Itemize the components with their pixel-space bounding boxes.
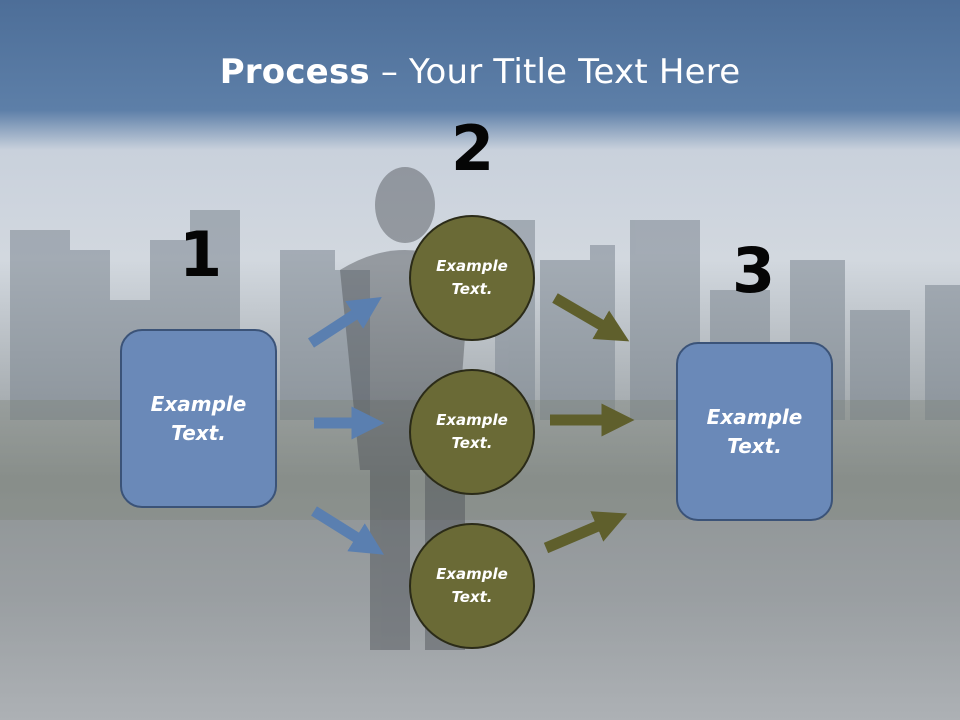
left-box: Example Text. — [120, 329, 277, 508]
step-number-1: 1 — [179, 218, 223, 291]
circle-middle: Example Text. — [409, 369, 535, 495]
arrow-left-to-top — [308, 297, 382, 348]
title-bold: Process — [219, 52, 370, 92]
step-number-2: 2 — [451, 112, 495, 185]
right-box: Example Text. — [676, 342, 833, 521]
step-number-3: 3 — [732, 234, 776, 307]
slide-title: Process – Your Title Text Here — [0, 52, 960, 92]
arrow-left-to-bottom — [311, 506, 384, 555]
circle-top: Example Text. — [409, 215, 535, 341]
arrow-top-to-right — [552, 293, 630, 342]
arrow-bottom-to-right — [543, 511, 628, 554]
circle-bottom: Example Text. — [409, 523, 535, 649]
title-rest: – Your Title Text Here — [369, 52, 741, 92]
